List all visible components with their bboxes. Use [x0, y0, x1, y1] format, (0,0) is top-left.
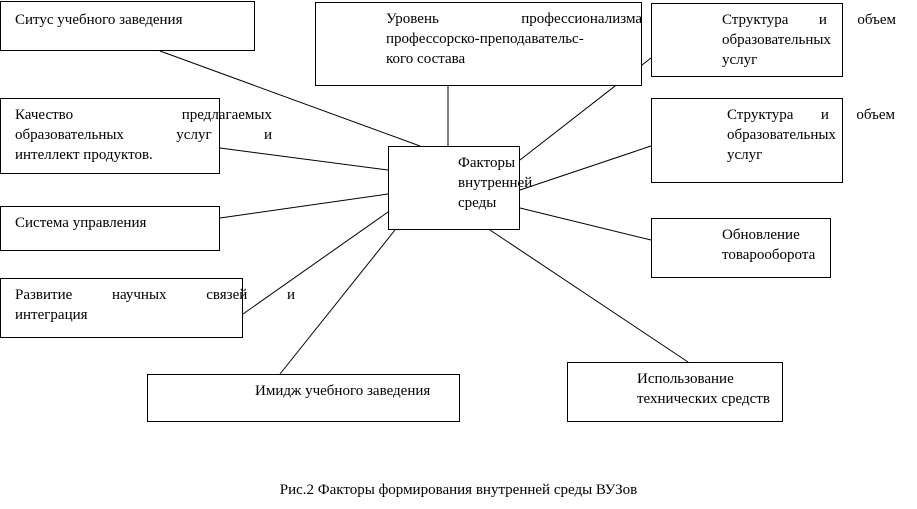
center-line-3: среды	[458, 195, 497, 211]
factor-staff-line-2: профессорско-преподавательс-	[386, 31, 584, 47]
center-node: Факторы внутренней среды	[388, 146, 532, 230]
factor-structure-mid-line-3: услуг	[727, 147, 763, 163]
factor-quality-line-1: Качество предлагаемых	[15, 107, 272, 123]
factor-management-label: Система управления	[15, 215, 147, 231]
connector-renewal	[519, 207, 652, 241]
factor-structure-top: Структура и объем образовательных услуг	[651, 3, 896, 77]
factor-renewal: Обновление товарооборота	[651, 218, 831, 278]
factor-quality-line-2: образовательных услуг и	[15, 127, 272, 143]
center-line-1: Факторы	[458, 155, 516, 171]
factor-image-label: Имидж учебного заведения	[255, 383, 431, 399]
connector-situs	[159, 50, 421, 147]
factor-tech-line-2: технических средств	[637, 391, 770, 407]
factor-structure-top-line-3: услуг	[722, 52, 758, 68]
figure-caption: Рис.2 Факторы формирования внутренней ср…	[279, 482, 638, 498]
factor-staff-line-3: кого состава	[386, 51, 466, 67]
factor-structure-mid-line-2: образовательных	[727, 127, 836, 143]
factor-situs: Ситус учебного заведения	[0, 1, 255, 51]
factor-renewal-line-2: товарооборота	[722, 247, 816, 263]
factor-structure-top-line-2: образовательных	[722, 32, 831, 48]
factor-image: Имидж учебного заведения	[147, 374, 460, 422]
factor-situs-label: Ситус учебного заведения	[15, 12, 183, 28]
center-line-2: внутренней	[458, 175, 533, 191]
factor-management: Система управления	[0, 206, 220, 251]
factor-tech: Использование технических средств	[567, 362, 783, 422]
connector-science	[242, 211, 389, 315]
factor-staff-line-1: Уровень профессионализма	[386, 11, 642, 27]
factor-tech-line-1: Использование	[637, 371, 734, 387]
connector-tech	[489, 229, 689, 363]
factor-structure-mid: Структура и объем образовательных услуг	[651, 98, 895, 183]
factor-science-line-2: интеграция	[15, 307, 88, 323]
factor-quality: Качество предлагаемых образовательных ус…	[0, 98, 272, 174]
factor-quality-line-3: интеллект продуктов.	[15, 147, 153, 163]
connector-image	[279, 229, 396, 375]
factor-science-line-1: Развитие научных связей и	[15, 287, 295, 303]
connector-structure-mid	[519, 145, 652, 191]
factor-staff: Уровень профессионализма профессорско-пр…	[315, 2, 642, 86]
factor-renewal-line-1: Обновление	[722, 227, 800, 243]
factor-science: Развитие научных связей и интеграция	[0, 278, 295, 338]
factor-structure-top-line-1: Структура и объем	[722, 12, 896, 28]
factor-structure-mid-line-1: Структура и объем	[727, 107, 895, 123]
connector-management	[219, 193, 389, 219]
connector-quality	[219, 147, 389, 171]
